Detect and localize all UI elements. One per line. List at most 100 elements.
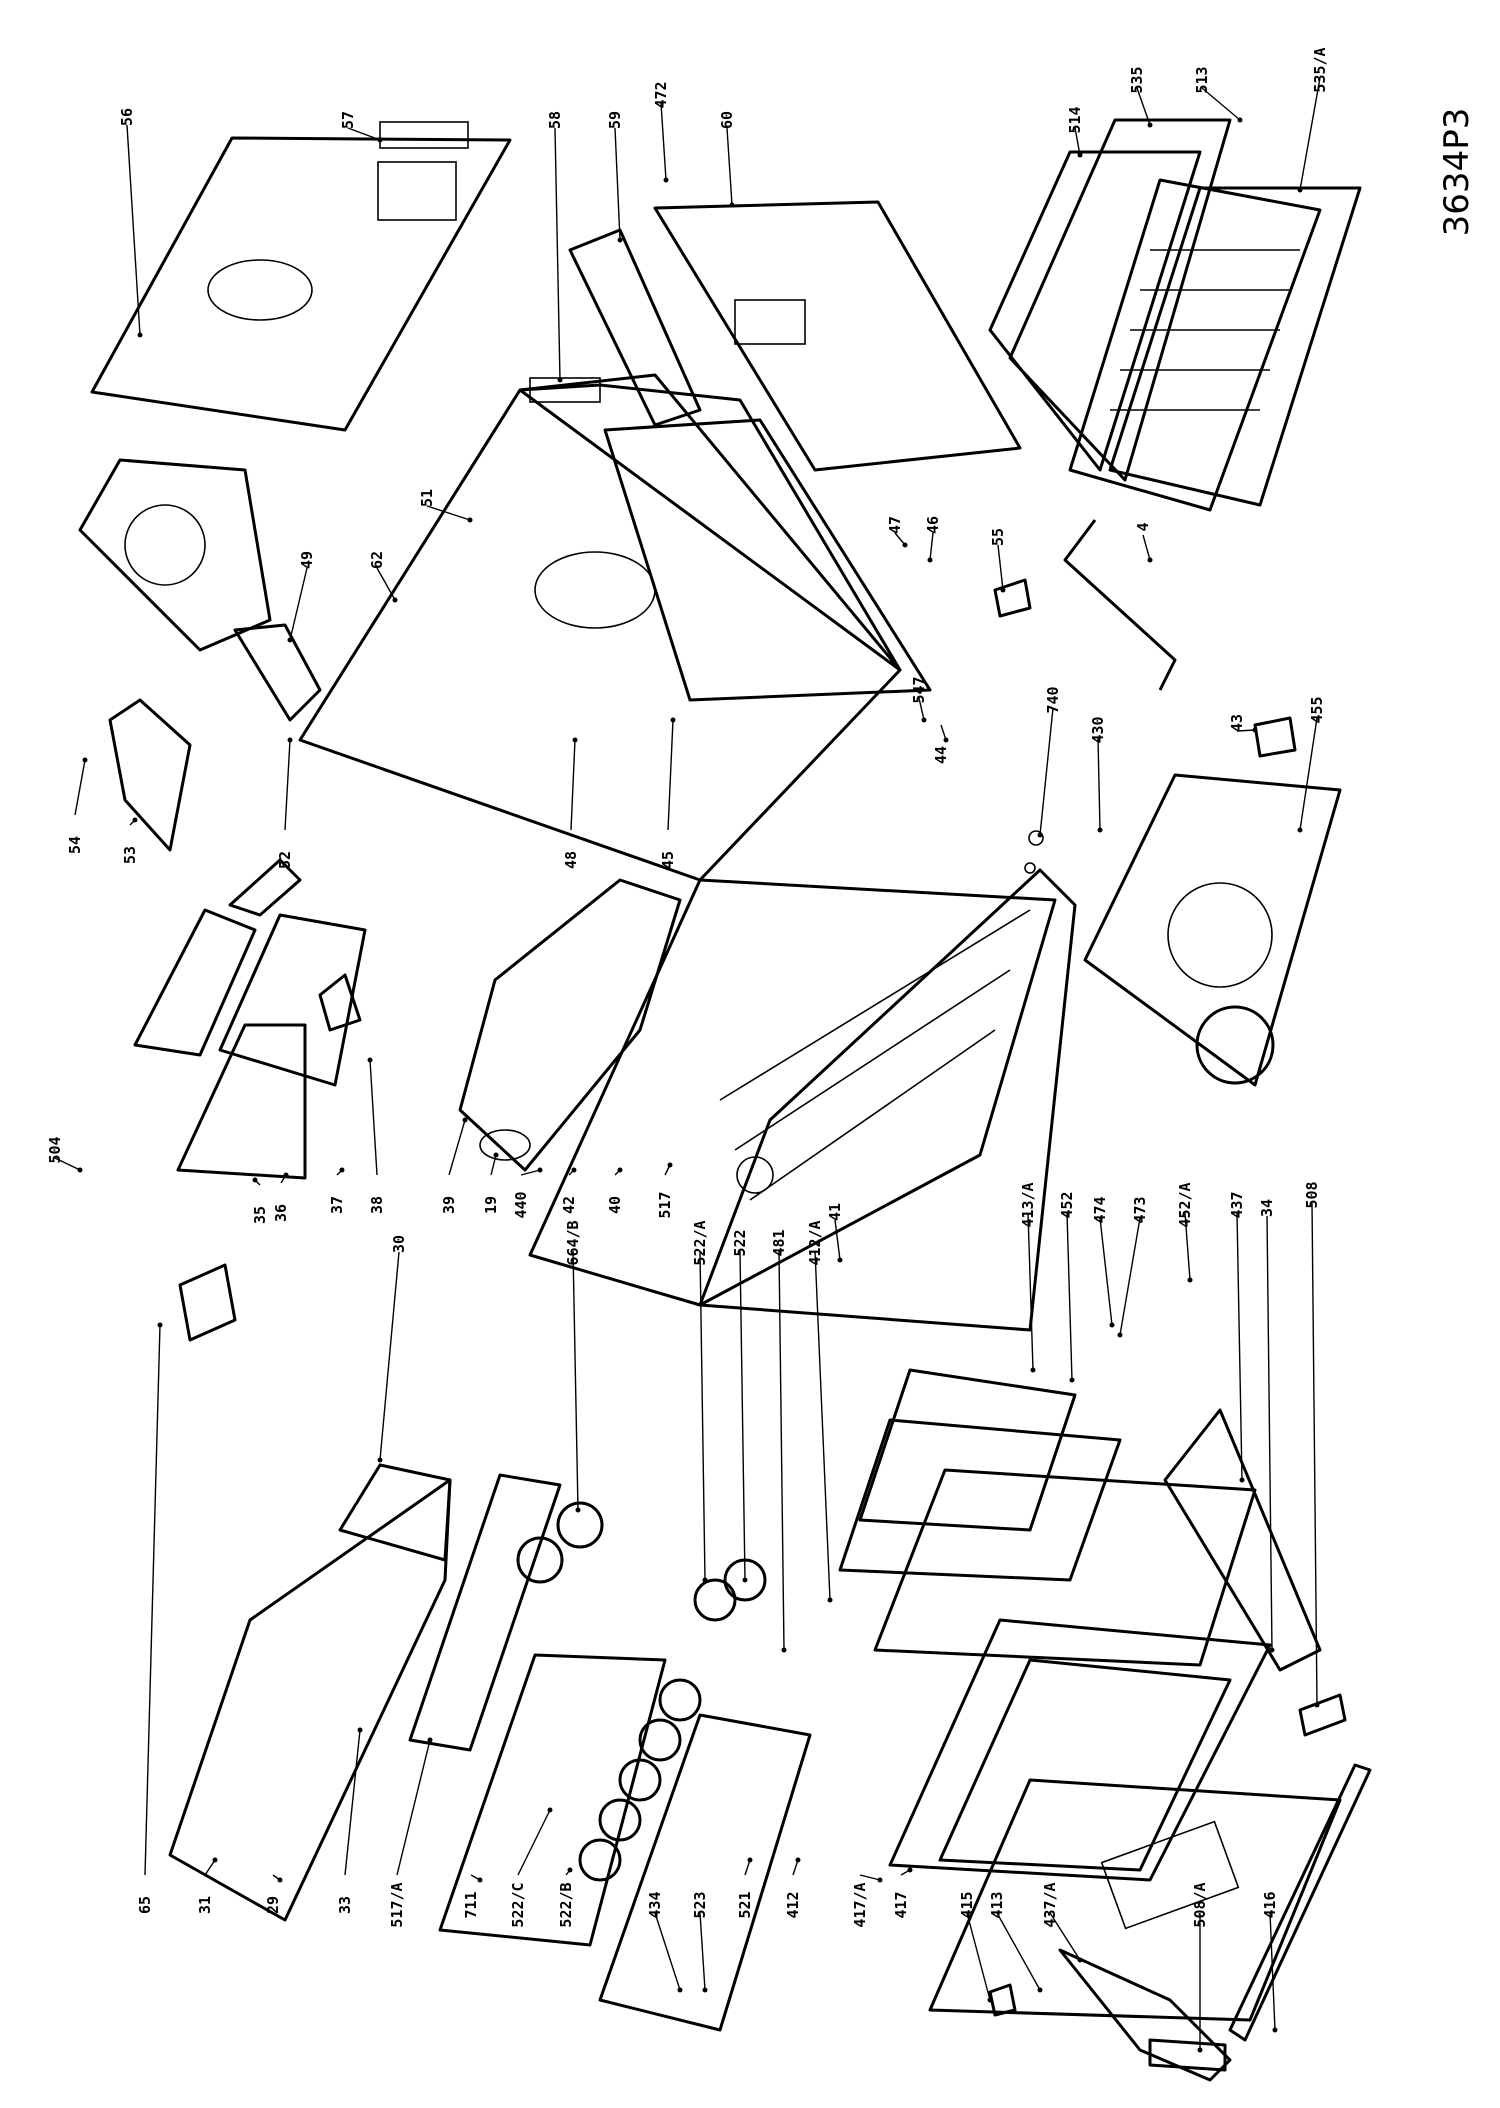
callout-p481: 481 xyxy=(770,1229,788,1653)
leader-dot xyxy=(1077,1957,1083,1963)
leader-line xyxy=(570,739,576,831)
part-number-label: 513 xyxy=(1193,66,1211,93)
callout-p44: 44 xyxy=(932,724,950,764)
callout-p440: 440 xyxy=(512,1167,543,1219)
leader-line xyxy=(144,1324,161,1876)
leader-dot xyxy=(1097,827,1103,833)
part-number-label: 54 xyxy=(66,836,84,854)
part-number-label: 535 xyxy=(1128,66,1146,93)
leader-line xyxy=(396,1739,431,1876)
part-number-label: 44 xyxy=(932,746,950,764)
leader-dot xyxy=(837,1257,843,1263)
callout-p522: 522 xyxy=(731,1229,749,1583)
leader-dot xyxy=(677,1987,683,1993)
callout-p43: 43 xyxy=(1228,714,1258,733)
leader-line xyxy=(1049,1912,1081,1961)
callout-p508: 508 xyxy=(1303,1181,1321,1708)
part-number-label: 34 xyxy=(1258,1199,1276,1217)
leader-line xyxy=(1236,729,1256,732)
leader-line xyxy=(1236,1212,1243,1481)
door-glass-layers xyxy=(838,1368,1257,1667)
leader-dot xyxy=(357,1727,363,1733)
leader-dot xyxy=(77,1167,83,1173)
leader-dot xyxy=(493,1152,499,1158)
top-cover xyxy=(168,1463,452,1922)
leader-line xyxy=(699,1250,706,1581)
part-number-label: 59 xyxy=(606,111,624,129)
callout-p40: 40 xyxy=(606,1167,624,1214)
leader-line xyxy=(1201,87,1241,121)
part-number-label: 36 xyxy=(272,1204,290,1222)
callout-p42: 42 xyxy=(560,1167,578,1214)
leader-line xyxy=(1027,1212,1034,1371)
callout-p473: 473 xyxy=(1117,1196,1149,1338)
leader-dot xyxy=(537,1167,543,1173)
leader-dot xyxy=(1069,1377,1075,1383)
leader-line xyxy=(426,505,471,521)
callout-p47: 47 xyxy=(886,516,908,548)
callout-p39: 39 xyxy=(440,1117,468,1214)
callout-p51: 51 xyxy=(418,489,473,523)
leader-line xyxy=(1266,1215,1273,1651)
callout-p35: 35 xyxy=(251,1177,269,1224)
control-knobs xyxy=(516,1501,767,1882)
callout-p472: 472 xyxy=(652,81,670,183)
leader-line xyxy=(940,724,947,741)
callout-p740: 740 xyxy=(1037,686,1062,838)
baking-trays xyxy=(988,118,1362,512)
callout-p413a: 413/A xyxy=(1019,1182,1037,1373)
callout-p19: 19 xyxy=(482,1152,500,1214)
leader-line xyxy=(74,759,86,816)
leader-line xyxy=(966,1912,991,2001)
part-number-label: 523 xyxy=(691,1891,709,1918)
leader-dot xyxy=(377,137,383,143)
leader-line xyxy=(204,1859,216,1876)
callout-p417: 417 xyxy=(892,1867,913,1919)
leader-line xyxy=(699,1912,706,1991)
callout-p62: 62 xyxy=(368,551,398,603)
part-number-label: 504 xyxy=(46,1136,64,1163)
leader-line xyxy=(894,532,906,546)
part-number-label: 517/A xyxy=(388,1882,406,1927)
callout-p416: 416 xyxy=(1261,1891,1279,2033)
leader-dot xyxy=(572,737,578,743)
callout-p412: 412 xyxy=(784,1857,802,1919)
outer-door xyxy=(928,1763,1372,2042)
leader-line xyxy=(1066,1212,1073,1381)
callout-p31: 31 xyxy=(196,1857,218,1914)
leader-dot xyxy=(367,1057,373,1063)
leader-dot xyxy=(921,717,927,723)
leader-line xyxy=(572,1250,579,1511)
leader-dot xyxy=(1077,152,1083,158)
callout-p34: 34 xyxy=(1258,1199,1276,1653)
part-number-label: 452 xyxy=(1058,1191,1076,1218)
part-number-label: 57 xyxy=(339,111,357,129)
callout-p36: 36 xyxy=(272,1172,290,1222)
control-fascia xyxy=(598,1713,812,2032)
callout-p711: 711 xyxy=(462,1874,483,1919)
callout-p33: 33 xyxy=(336,1727,363,1914)
callout-p514: 514 xyxy=(1066,106,1084,158)
leader-dot xyxy=(462,1117,468,1123)
leader-dot xyxy=(377,1457,383,1463)
callout-p452: 452 xyxy=(1058,1191,1076,1383)
leader-line xyxy=(379,1251,400,1461)
callout-p53: 53 xyxy=(121,817,139,864)
part-number-label: 413/A xyxy=(1019,1182,1037,1227)
leader-dot xyxy=(1187,1277,1193,1283)
leader-dot xyxy=(827,1597,833,1603)
part-number-label: 33 xyxy=(336,1896,354,1914)
upper-cover xyxy=(458,878,682,1172)
leader-line xyxy=(1184,1212,1191,1281)
leader-dot xyxy=(1269,1647,1275,1653)
leader-dot xyxy=(82,757,88,763)
callout-p46: 46 xyxy=(924,516,942,563)
leader-line xyxy=(517,1809,551,1876)
leader-dot xyxy=(1037,832,1043,838)
part-number-label: 740 xyxy=(1044,686,1062,713)
leader-dot xyxy=(557,377,563,383)
callout-p522c: 522/C xyxy=(509,1807,553,1928)
